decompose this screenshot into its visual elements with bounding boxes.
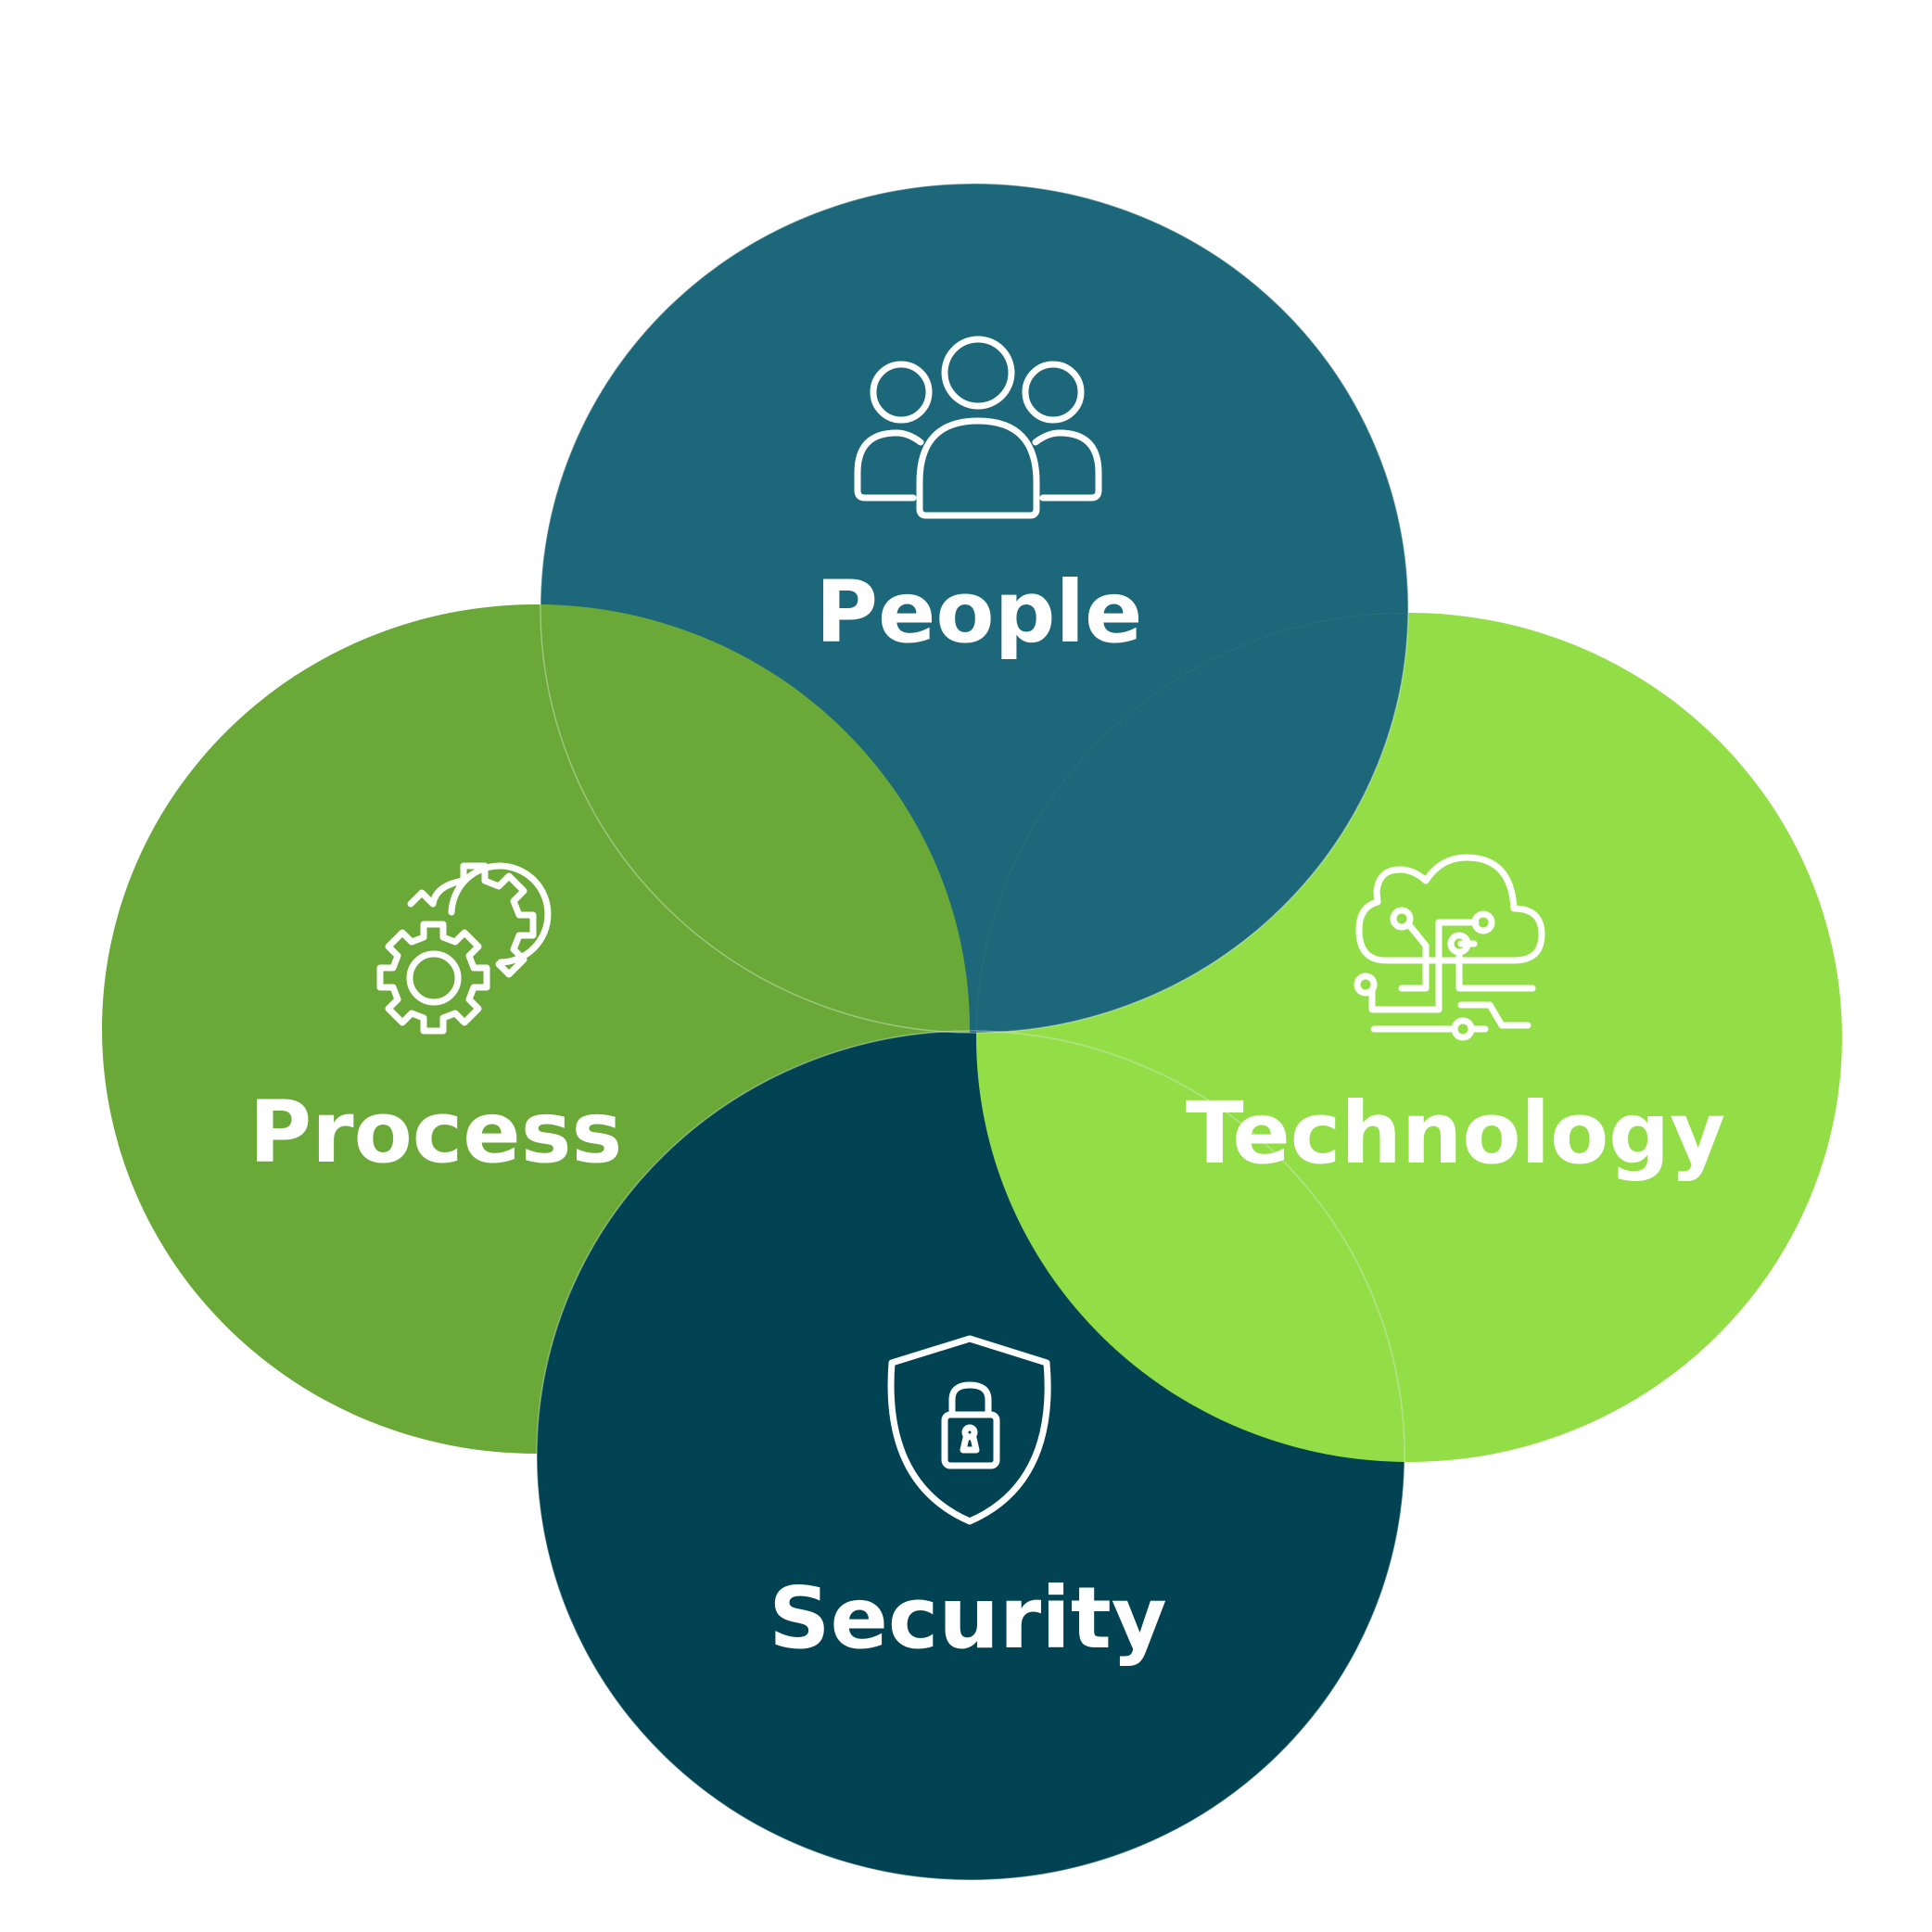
gears-icon: [376, 862, 552, 1035]
technology-label: Technology: [1186, 1084, 1725, 1183]
people-technology-overlap: [976, 613, 1408, 1033]
cloud-circuit-icon: [1354, 854, 1545, 1041]
people-label: People: [816, 563, 1143, 662]
people-icon: [854, 336, 1102, 519]
security-label: Security: [769, 1569, 1167, 1668]
shield-lock-icon: [887, 1335, 1051, 1525]
process-label: Process: [249, 1083, 622, 1182]
security-technology-overlap: [976, 1031, 1405, 1462]
